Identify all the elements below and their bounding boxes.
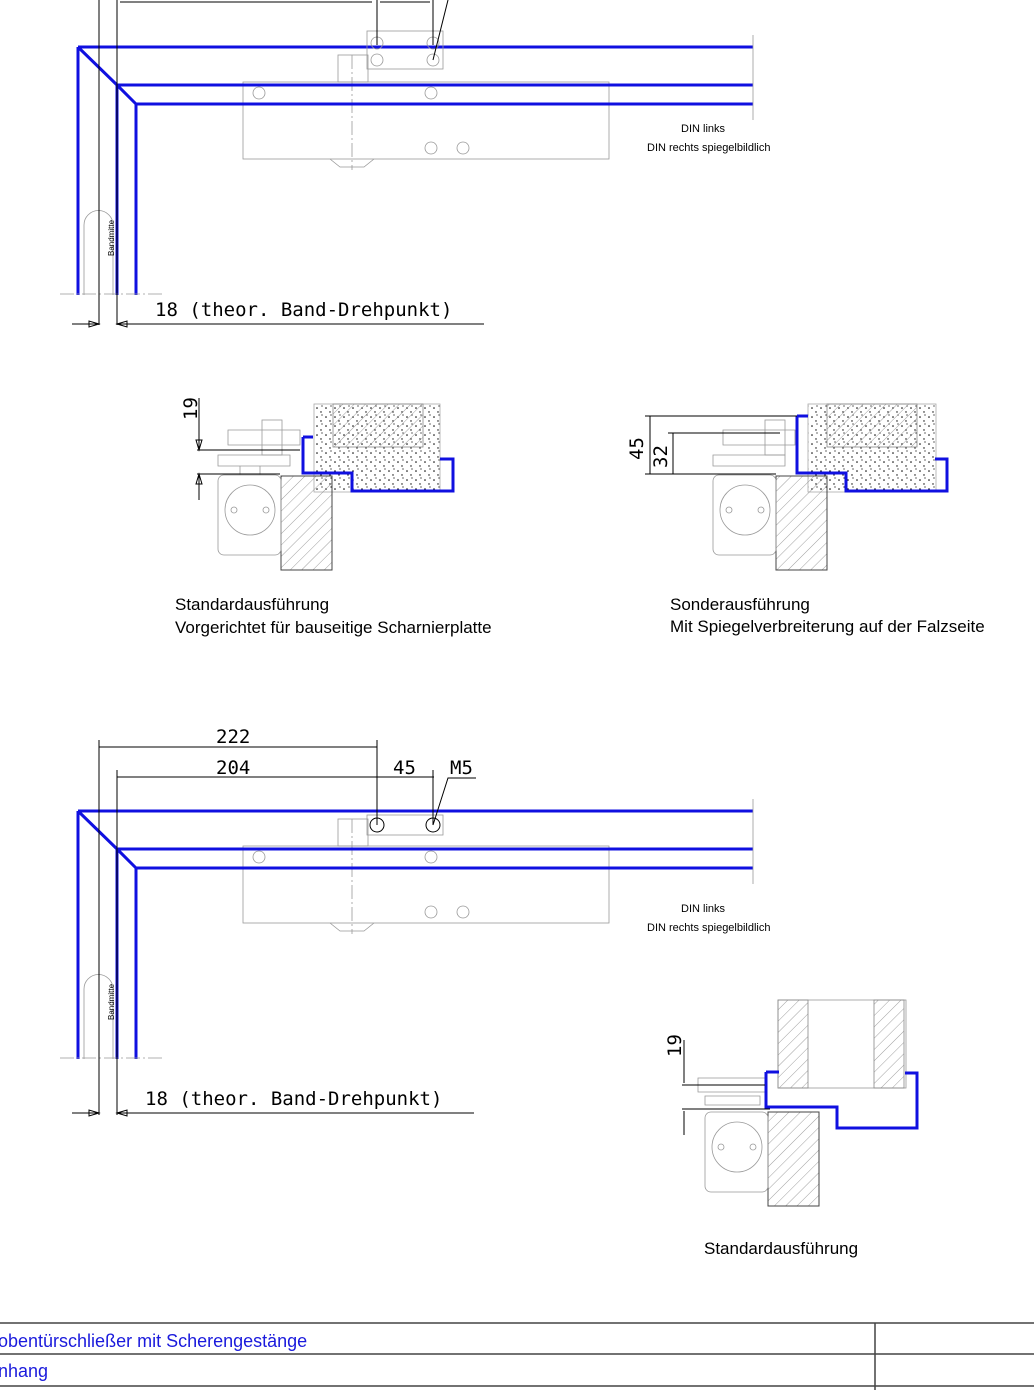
caption-standard: Standardausführung bbox=[175, 595, 329, 614]
detail-standard: 19 Standardausführung Vorgerichtet für b… bbox=[175, 397, 492, 637]
dim-45-bottom: 45 bbox=[393, 757, 416, 779]
pivot-note: 18 (theor. Band-Drehpunkt) bbox=[155, 299, 452, 321]
caption-bottom: Standardausführung bbox=[704, 1239, 858, 1258]
caption-standard-sub: Vorgerichtet für bauseitige Scharnierpla… bbox=[175, 618, 492, 637]
bandmitte-label-bottom: Bandmitte bbox=[107, 983, 116, 1020]
dim-204: 204 bbox=[216, 757, 250, 779]
title-block: obentürschließer mit Scherengestänge nha… bbox=[0, 1322, 1034, 1390]
title-row-2: nhang bbox=[0, 1361, 48, 1381]
detail-bottom: 19 Standardausführung bbox=[664, 999, 919, 1258]
plan-view-top: Bandmitte DIN links DIN rechts spiegelbi… bbox=[58, 0, 771, 328]
caption-special-sub: Mit Spiegelverbreiterung auf der Falzsei… bbox=[670, 617, 985, 636]
pivot-dimension bbox=[72, 320, 484, 328]
din-left-label-bottom: DIN links bbox=[681, 903, 726, 915]
din-right-label-bottom: DIN rechts spiegelbildlich bbox=[647, 922, 771, 934]
dim-19-bottom: 19 bbox=[664, 1034, 686, 1057]
din-left-label: DIN links bbox=[681, 123, 726, 135]
din-right-label: DIN rechts spiegelbildlich bbox=[647, 142, 771, 154]
detail-special: 45 32 Sonderausführung Mit Spiegelverbre… bbox=[626, 403, 985, 636]
plan-view-bottom: 222 204 45 M5 Bandmitte DIN links DIN re… bbox=[58, 726, 771, 1117]
caption-special: Sonderausführung bbox=[670, 595, 810, 614]
thread-m5: M5 bbox=[450, 757, 473, 779]
title-row-1: obentürschließer mit Scherengestänge bbox=[0, 1331, 307, 1351]
dim-32: 32 bbox=[650, 445, 672, 468]
bandmitte-label: Bandmitte bbox=[107, 219, 116, 256]
pivot-note-bottom: 18 (theor. Band-Drehpunkt) bbox=[145, 1088, 442, 1110]
dim-222: 222 bbox=[216, 726, 250, 748]
mounting-plate bbox=[366, 30, 444, 70]
dim-19: 19 bbox=[180, 397, 202, 420]
dim-45: 45 bbox=[626, 437, 648, 460]
